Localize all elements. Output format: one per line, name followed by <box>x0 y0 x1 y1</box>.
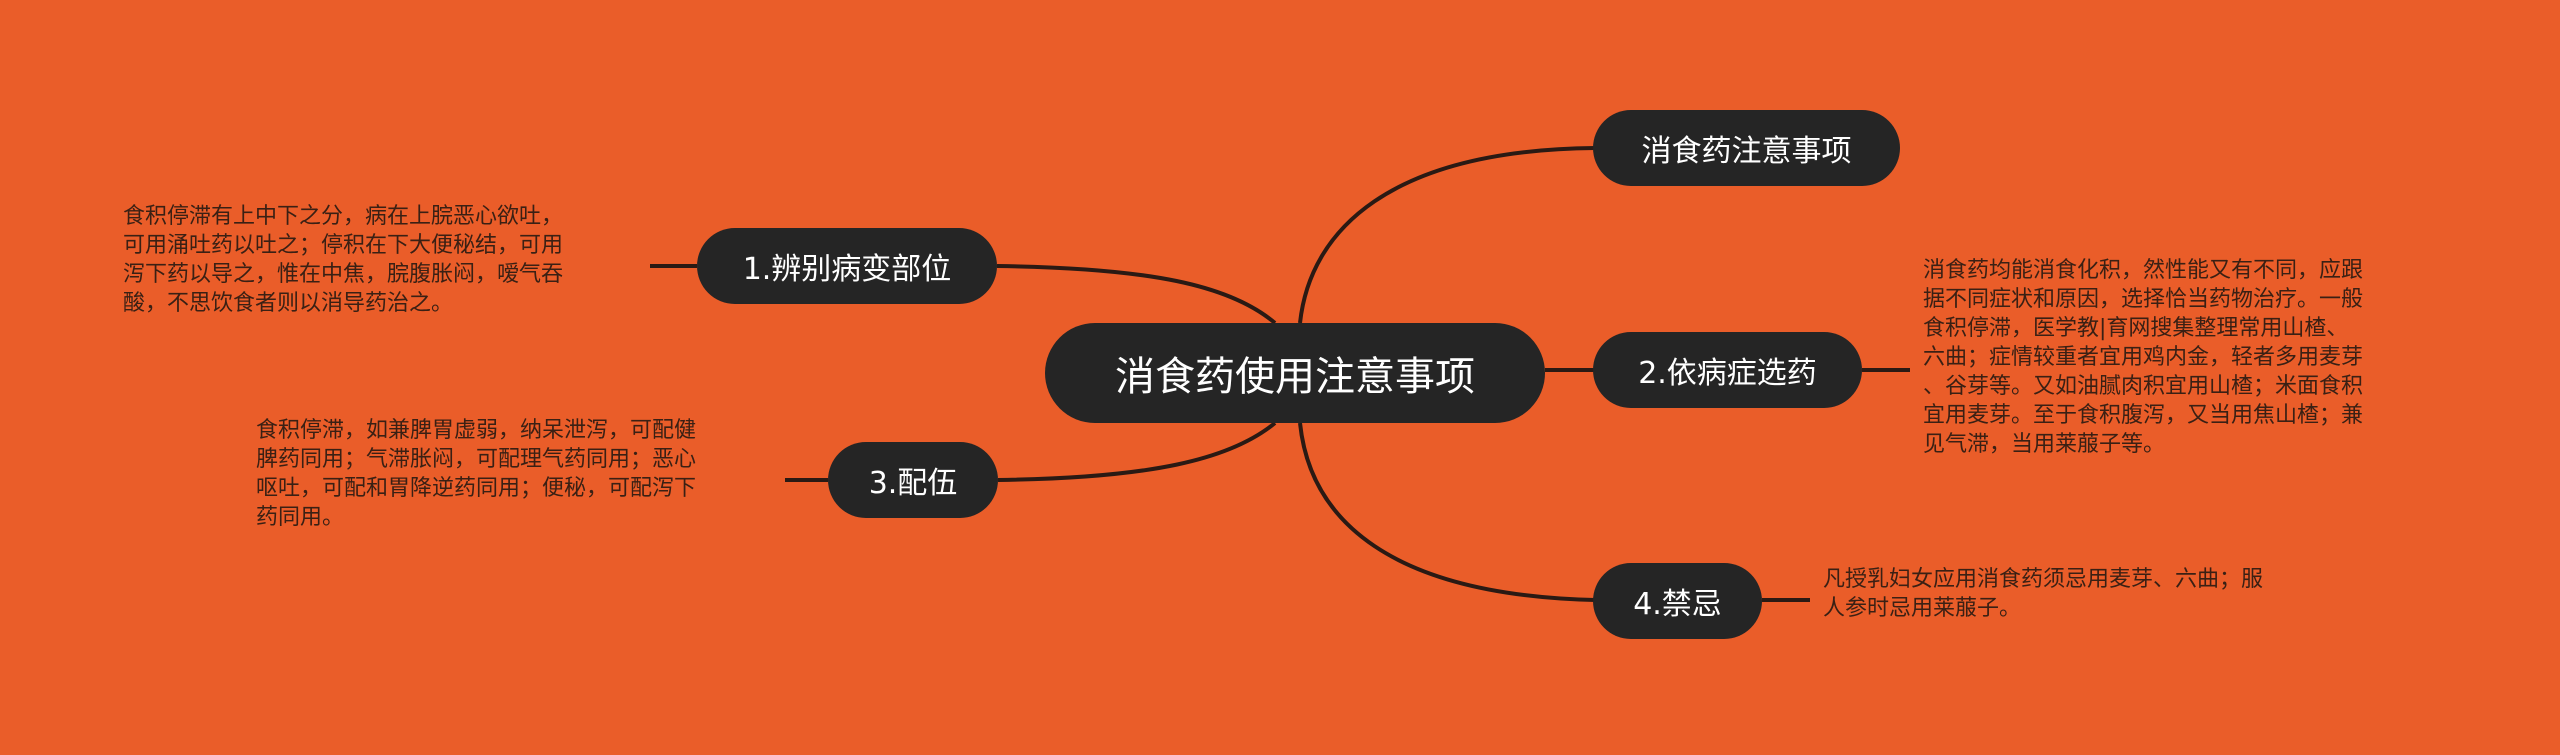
leaf-text-1: 食积停滞有上中下之分，病在上脘恶心欲吐， 可用涌吐药以吐之；停积在下大便秘结，可… <box>123 202 643 318</box>
leaf-line: 脾药同用；气滞胀闷，可配理气药同用；恶心 <box>256 447 697 472</box>
branch-node-3-label: 3.配伍 <box>868 466 958 501</box>
leaf-line: 、谷芽等。又如油腻肉积宜用山楂；米面食积 <box>1923 374 2364 399</box>
branch-node-notes-label: 消食药注意事项 <box>1641 134 1852 169</box>
branch-node-4-label: 4.禁忌 <box>1633 587 1722 622</box>
connector-root-to-b4 <box>1298 422 1596 602</box>
leaf-text-2: 消食药均能消食化积，然性能又有不同，应跟 据不同症状和原因，选择恰当药物治疗。一… <box>1923 256 2453 459</box>
connector-root-to-top <box>1298 146 1596 324</box>
leaf-line: 宜用麦芽。至于食积腹泻，又当用焦山楂；兼 <box>1923 403 2364 428</box>
branch-node-1-label: 1.辨别病变部位 <box>742 252 952 287</box>
leaf-line: 药同用。 <box>256 505 345 530</box>
leaf-line: 泻下药以导之，惟在中焦，脘腹胀闷，嗳气吞 <box>123 262 564 287</box>
leaf-line: 见气滞，当用莱菔子等。 <box>1923 432 2166 457</box>
branch-node-notes[interactable]: 消食药注意事项 <box>1593 110 1900 186</box>
root-node-label: 消食药使用注意事项 <box>1115 354 1475 400</box>
leaf-text-4: 凡授乳妇女应用消食药须忌用麦芽、六曲；服 人参时忌用莱菔子。 <box>1823 565 2353 623</box>
connector-root-to-b1 <box>996 264 1277 325</box>
leaf-line: 酸，不思饮食者则以消导药治之。 <box>123 291 454 316</box>
branch-node-4[interactable]: 4.禁忌 <box>1593 563 1762 639</box>
leaf-line: 人参时忌用莱菔子。 <box>1823 596 2022 621</box>
leaf-text-3: 食积停滞，如兼脾胃虚弱，纳呆泄泻，可配健 脾药同用；气滞胀闷，可配理气药同用；恶… <box>256 416 786 532</box>
leaf-line: 食积停滞，如兼脾胃虚弱，纳呆泄泻，可配健 <box>256 418 697 443</box>
leaf-line: 据不同症状和原因，选择恰当药物治疗。一般 <box>1923 287 2364 312</box>
leaf-line: 凡授乳妇女应用消食药须忌用麦芽、六曲；服 <box>1823 567 2264 592</box>
connector-root-to-b3 <box>997 421 1277 482</box>
leaf-line: 食积停滞有上中下之分，病在上脘恶心欲吐， <box>123 204 564 229</box>
branch-node-3[interactable]: 3.配伍 <box>828 442 998 518</box>
leaf-line: 消食药均能消食化积，然性能又有不同，应跟 <box>1923 258 2364 283</box>
branch-node-1[interactable]: 1.辨别病变部位 <box>697 228 997 304</box>
leaf-line: 呕吐，可配和胃降逆药同用；便秘，可配泻下 <box>256 476 697 501</box>
root-node[interactable]: 消食药使用注意事项 <box>1045 323 1545 423</box>
leaf-line: 食积停滞，医学教|育网搜集整理常用山楂、 <box>1923 316 2349 341</box>
branch-node-2-label: 2.依病症选药 <box>1638 356 1817 391</box>
leaf-line: 可用涌吐药以吐之；停积在下大便秘结，可用 <box>123 233 564 258</box>
leaf-line: 六曲；症情较重者宜用鸡内金，轻者多用麦芽 <box>1923 345 2364 370</box>
branch-node-2[interactable]: 2.依病症选药 <box>1593 332 1862 408</box>
